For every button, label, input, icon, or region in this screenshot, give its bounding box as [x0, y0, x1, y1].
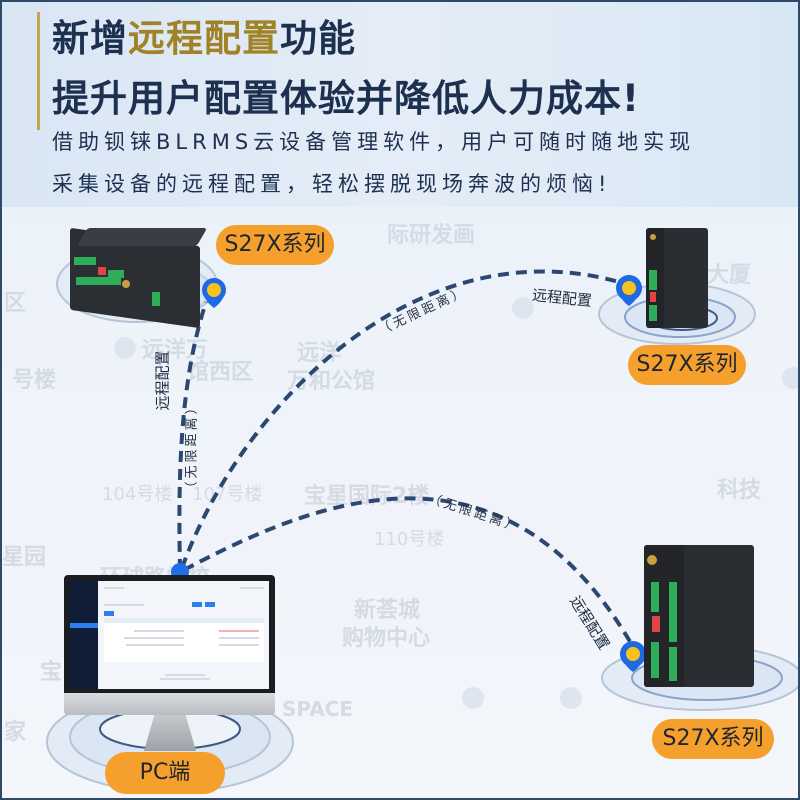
- monitor-chin: [64, 693, 275, 715]
- antenna-connector-icon: [647, 555, 657, 565]
- screen-button: [192, 602, 202, 607]
- dip-switch: [652, 616, 660, 632]
- map-pin-icon: [512, 297, 534, 319]
- link-to-bottom-right: [183, 496, 634, 647]
- table-row: [124, 637, 184, 639]
- antenna-connector-icon: [122, 280, 130, 288]
- link-dashes: [177, 269, 634, 647]
- map-pin-icon: [462, 687, 484, 709]
- screen-text-placeholder: [165, 674, 205, 676]
- device-label-top-right: S27X系列: [628, 345, 746, 385]
- map-label: 远洋: [297, 341, 342, 366]
- terminal-block: [651, 582, 659, 612]
- map-label: 号楼: [12, 368, 57, 393]
- map-label: 107号楼: [192, 484, 263, 505]
- map-pin-icon: [782, 367, 798, 389]
- terminal-block: [651, 642, 659, 678]
- map-label: 科技: [717, 478, 762, 503]
- title-highlight: 远程配置: [128, 17, 280, 60]
- map-pin-icon: [114, 337, 136, 359]
- title-suffix: 功能: [280, 17, 356, 60]
- map-label: 远洋万: [142, 338, 209, 363]
- terminal-block: [669, 647, 677, 681]
- device-label-top-left: S27X系列: [216, 225, 334, 265]
- map-label: 宝: [40, 660, 63, 685]
- title-prefix: 新增: [52, 17, 128, 60]
- blrms-software-screen: [70, 581, 269, 689]
- location-pin-icon: [202, 278, 226, 308]
- screen-table: [104, 618, 264, 662]
- terminal-block: [649, 270, 657, 290]
- description-line-2: 采集设备的远程配置，轻松摆脱现场奔波的烦恼!: [52, 172, 612, 196]
- page-subtitle: 提升用户配置体验并降低人力成本!: [52, 77, 640, 120]
- monitor-bezel: [64, 575, 275, 703]
- map-label: 新荟城: [354, 598, 421, 623]
- screen-text-placeholder: [160, 678, 210, 680]
- accent-bar: [37, 12, 40, 130]
- device-top: [76, 228, 208, 246]
- terminal-block: [669, 582, 677, 642]
- link-distance-top-left: （无限距离）: [184, 398, 200, 495]
- screen-button: [104, 611, 114, 616]
- device-front: [644, 545, 684, 687]
- table-header: [104, 618, 264, 623]
- map-label: SPACE: [282, 697, 354, 721]
- terminal-block: [649, 305, 657, 321]
- sidebar-active-item: [70, 623, 98, 628]
- header-panel: 新增远程配置功能 提升用户配置体验并降低人力成本! 借助钡铼BLRMS云设备管理…: [2, 2, 798, 207]
- link-to-top-left: [177, 301, 208, 571]
- terminal-block: [74, 257, 96, 265]
- device-label-bottom-right: S27X系列: [652, 719, 774, 759]
- table-row: [126, 644, 184, 646]
- dip-switch: [650, 292, 656, 302]
- terminal-block: [76, 277, 121, 285]
- screen-button: [205, 602, 215, 607]
- link-action-top-left: 远程配置: [153, 350, 172, 411]
- map-label: 家: [4, 720, 27, 745]
- terminal-block: [108, 270, 124, 278]
- location-pin-icon: [620, 641, 646, 672]
- antenna-connector-icon: [650, 234, 656, 240]
- table-row: [219, 630, 259, 632]
- screen-text-placeholder: [104, 587, 124, 589]
- table-row: [134, 630, 184, 632]
- terminal-block: [152, 292, 160, 306]
- software-sidebar: [70, 581, 98, 689]
- map-label: 110号楼: [374, 529, 445, 550]
- map-label: 购物中心: [342, 626, 431, 651]
- screen-text-placeholder: [104, 604, 144, 606]
- map-label: 馆西区: [187, 360, 254, 385]
- monitor-stand: [144, 715, 196, 751]
- table-row: [219, 644, 259, 646]
- pc-monitor[interactable]: [64, 575, 275, 751]
- map-label: 区: [4, 291, 27, 316]
- map-pin-icon: [560, 687, 582, 709]
- map-label: 星园: [2, 545, 47, 570]
- dip-switch: [98, 267, 106, 275]
- table-row: [219, 637, 259, 639]
- description-line-1: 借助钡铼BLRMS云设备管理软件，用户可随时随地实现: [52, 130, 696, 154]
- map-label: 大厦: [707, 263, 752, 288]
- page-title: 新增远程配置功能: [52, 8, 356, 62]
- map-label: 际研发画: [387, 223, 476, 248]
- map-label: 104号楼: [102, 484, 173, 505]
- screen-text-placeholder: [240, 587, 264, 589]
- link-to-top-right: [180, 269, 627, 569]
- pc-label: PC端: [105, 752, 225, 794]
- location-pin-icon: [616, 275, 642, 306]
